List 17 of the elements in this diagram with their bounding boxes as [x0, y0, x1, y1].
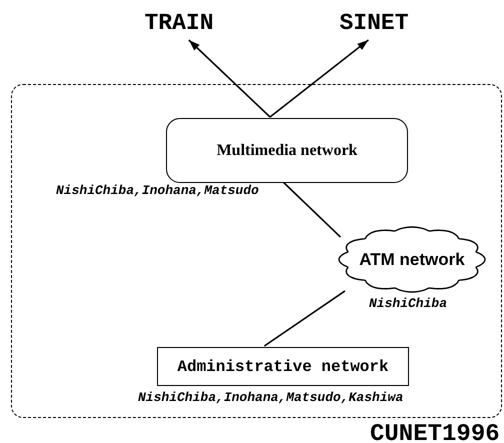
network-name: ATM network: [359, 250, 465, 270]
connector-line: [264, 290, 346, 347]
network-name: Multimedia network: [216, 142, 358, 160]
network-cloud: [337, 225, 487, 294]
arrow: [270, 39, 369, 118]
network-label: TRAIN: [144, 10, 214, 36]
network-name: Administrative network: [177, 358, 389, 376]
network-box: [157, 347, 409, 386]
network-box: [166, 118, 408, 183]
site-list: NishiChiba,Inohana,Matsudo: [56, 183, 259, 198]
network-label: SINET: [339, 10, 408, 36]
network-name-label: CUNET1996: [370, 421, 500, 443]
site-list: NishiChiba: [369, 296, 448, 311]
arrow: [188, 39, 271, 118]
connector-line: [282, 181, 342, 238]
campus-network-boundary: [11, 84, 502, 418]
site-list: NishiChiba,Inohana,Matsudo,Kashiwa: [138, 390, 404, 405]
